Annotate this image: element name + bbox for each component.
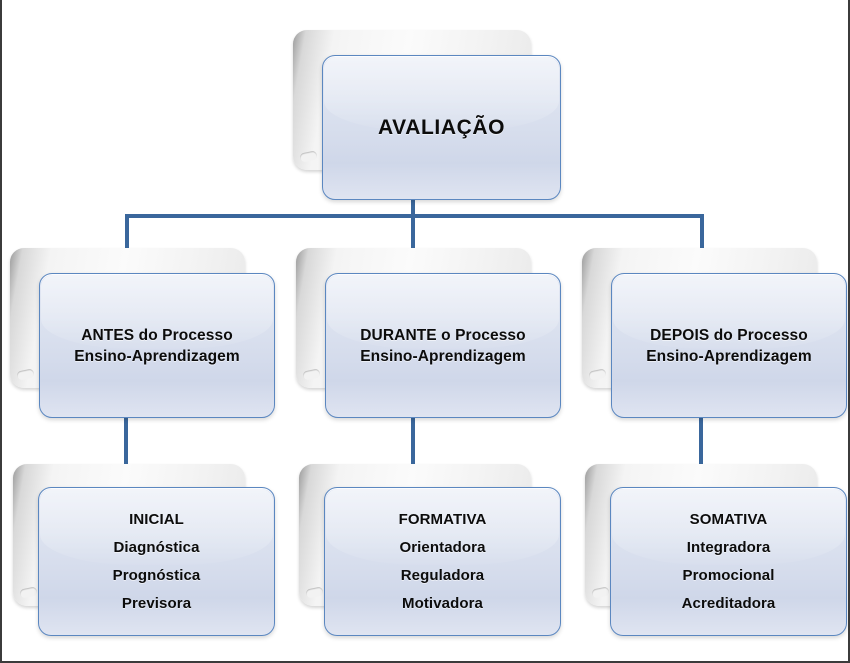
connector-drop-depois	[700, 214, 704, 258]
connector-horizontal-bus	[125, 214, 704, 218]
node-front-card: FORMATIVA Orientadora Reguladora Motivad…	[324, 487, 561, 636]
detail-heading: SOMATIVA	[689, 511, 768, 528]
node-stage-antes[interactable]: ANTES do Processo Ensino-Aprendizagem	[10, 248, 275, 418]
node-label-line1: DEPOIS do Processo	[650, 326, 808, 344]
node-detail-formativa[interactable]: FORMATIVA Orientadora Reguladora Motivad…	[299, 464, 561, 636]
node-front-card: AVALIAÇÃO	[322, 55, 561, 200]
detail-item: Acreditadora	[681, 595, 776, 612]
node-label-line2: Ensino-Aprendizagem	[646, 347, 812, 365]
detail-item: Previsora	[121, 595, 192, 612]
connector-durante-to-formativa	[411, 416, 415, 472]
node-avaliacao[interactable]: AVALIAÇÃO	[293, 30, 561, 200]
node-stage-durante[interactable]: DURANTE o Processo Ensino-Aprendizagem	[296, 248, 561, 418]
node-label-line1: DURANTE o Processo	[360, 326, 526, 344]
connector-antes-to-inicial	[124, 416, 128, 472]
node-label-line2: Ensino-Aprendizagem	[74, 347, 240, 365]
node-front-card: SOMATIVA Integradora Promocional Acredit…	[610, 487, 847, 636]
connector-drop-antes	[125, 214, 129, 258]
detail-heading: FORMATIVA	[398, 511, 487, 528]
detail-item: Motivadora	[401, 595, 483, 612]
node-detail-somativa[interactable]: SOMATIVA Integradora Promocional Acredit…	[585, 464, 847, 636]
detail-item: Reguladora	[400, 567, 485, 584]
connector-depois-to-somativa	[699, 416, 703, 472]
node-stage-depois[interactable]: DEPOIS do Processo Ensino-Aprendizagem	[582, 248, 847, 418]
detail-item: Orientadora	[399, 539, 486, 556]
node-label-line2: Ensino-Aprendizagem	[360, 347, 526, 365]
node-detail-inicial[interactable]: INICIAL Diagnóstica Prognóstica Previsor…	[13, 464, 275, 636]
detail-item: Promocional	[682, 567, 775, 584]
detail-heading: INICIAL	[129, 511, 184, 528]
detail-item: Prognóstica	[112, 567, 201, 584]
detail-item: Integradora	[686, 539, 771, 556]
connector-root-stem	[411, 196, 415, 256]
node-front-card: DEPOIS do Processo Ensino-Aprendizagem	[611, 273, 847, 418]
node-front-card: DURANTE o Processo Ensino-Aprendizagem	[325, 273, 561, 418]
node-front-card: INICIAL Diagnóstica Prognóstica Previsor…	[38, 487, 275, 636]
node-front-card: ANTES do Processo Ensino-Aprendizagem	[39, 273, 275, 418]
detail-item: Diagnóstica	[113, 539, 200, 556]
node-label: AVALIAÇÃO	[377, 115, 506, 139]
node-label-line1: ANTES do Processo	[81, 326, 233, 344]
